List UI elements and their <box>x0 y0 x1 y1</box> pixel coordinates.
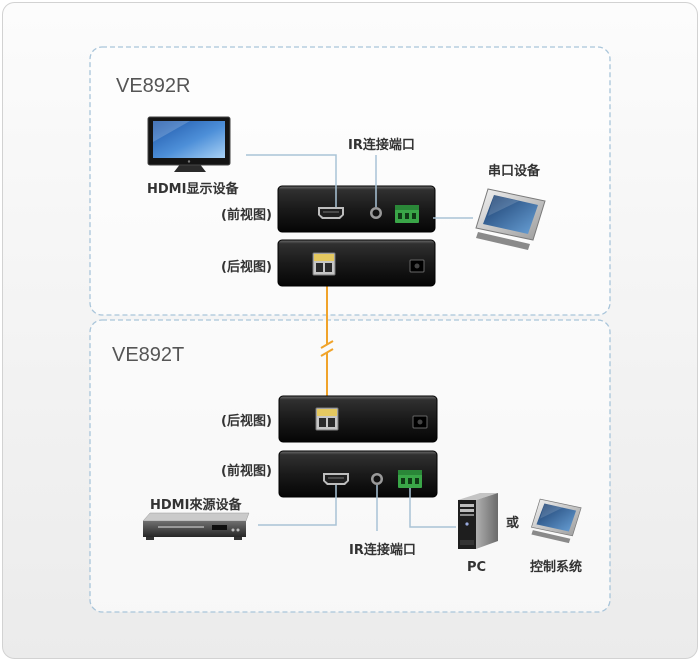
touch-panel-icon <box>530 498 582 544</box>
receiver-ir-port-label: IR连接端口 <box>348 137 415 153</box>
fiber-port-icon <box>315 407 339 431</box>
pc-tower-icon <box>458 493 498 549</box>
hdmi-port-icon <box>318 207 344 219</box>
receiver-front-view-label: (前视图) <box>221 207 272 223</box>
ir-jack-icon <box>370 207 382 219</box>
touch-panel-icon <box>475 188 546 250</box>
receiver-title: VE892R <box>116 75 191 97</box>
source-device-label: HDMI來源设备 <box>150 497 242 513</box>
display-device-label: HDMI显示设备 <box>147 181 239 197</box>
dc-power-jack-icon <box>412 415 428 429</box>
receiver-rear-panel <box>277 239 436 287</box>
control-system-label: 控制系统 <box>530 559 582 575</box>
tv-monitor-icon <box>147 116 231 172</box>
hdmi-display-connection <box>246 154 337 207</box>
terminal-block-icon <box>395 205 419 223</box>
terminal-block-icon <box>398 470 422 488</box>
dc-power-jack-icon <box>409 259 425 273</box>
serial-device-label: 串口设备 <box>488 163 541 179</box>
transmitter-front-view-label: (前视图) <box>221 463 272 479</box>
dvd-player-icon <box>142 512 250 540</box>
receiver-section <box>89 46 611 316</box>
transmitter-rear-view-label: (后视图) <box>221 413 272 429</box>
pc-label: PC <box>467 560 486 575</box>
hdmi-port-icon <box>323 473 349 485</box>
fiber-port-icon <box>312 252 336 276</box>
transmitter-title: VE892T <box>112 344 184 366</box>
ir-jack-icon <box>371 473 383 485</box>
hdmi-source-connection <box>258 485 337 526</box>
transmitter-rear-panel <box>278 395 438 443</box>
receiver-rear-view-label: (后视图) <box>221 259 272 275</box>
or-label: 或 <box>506 515 519 531</box>
receiver-front-panel <box>277 185 436 233</box>
transmitter-front-panel <box>278 450 438 498</box>
control-connection <box>409 488 456 528</box>
transmitter-ir-port-label: IR连接端口 <box>349 542 416 558</box>
